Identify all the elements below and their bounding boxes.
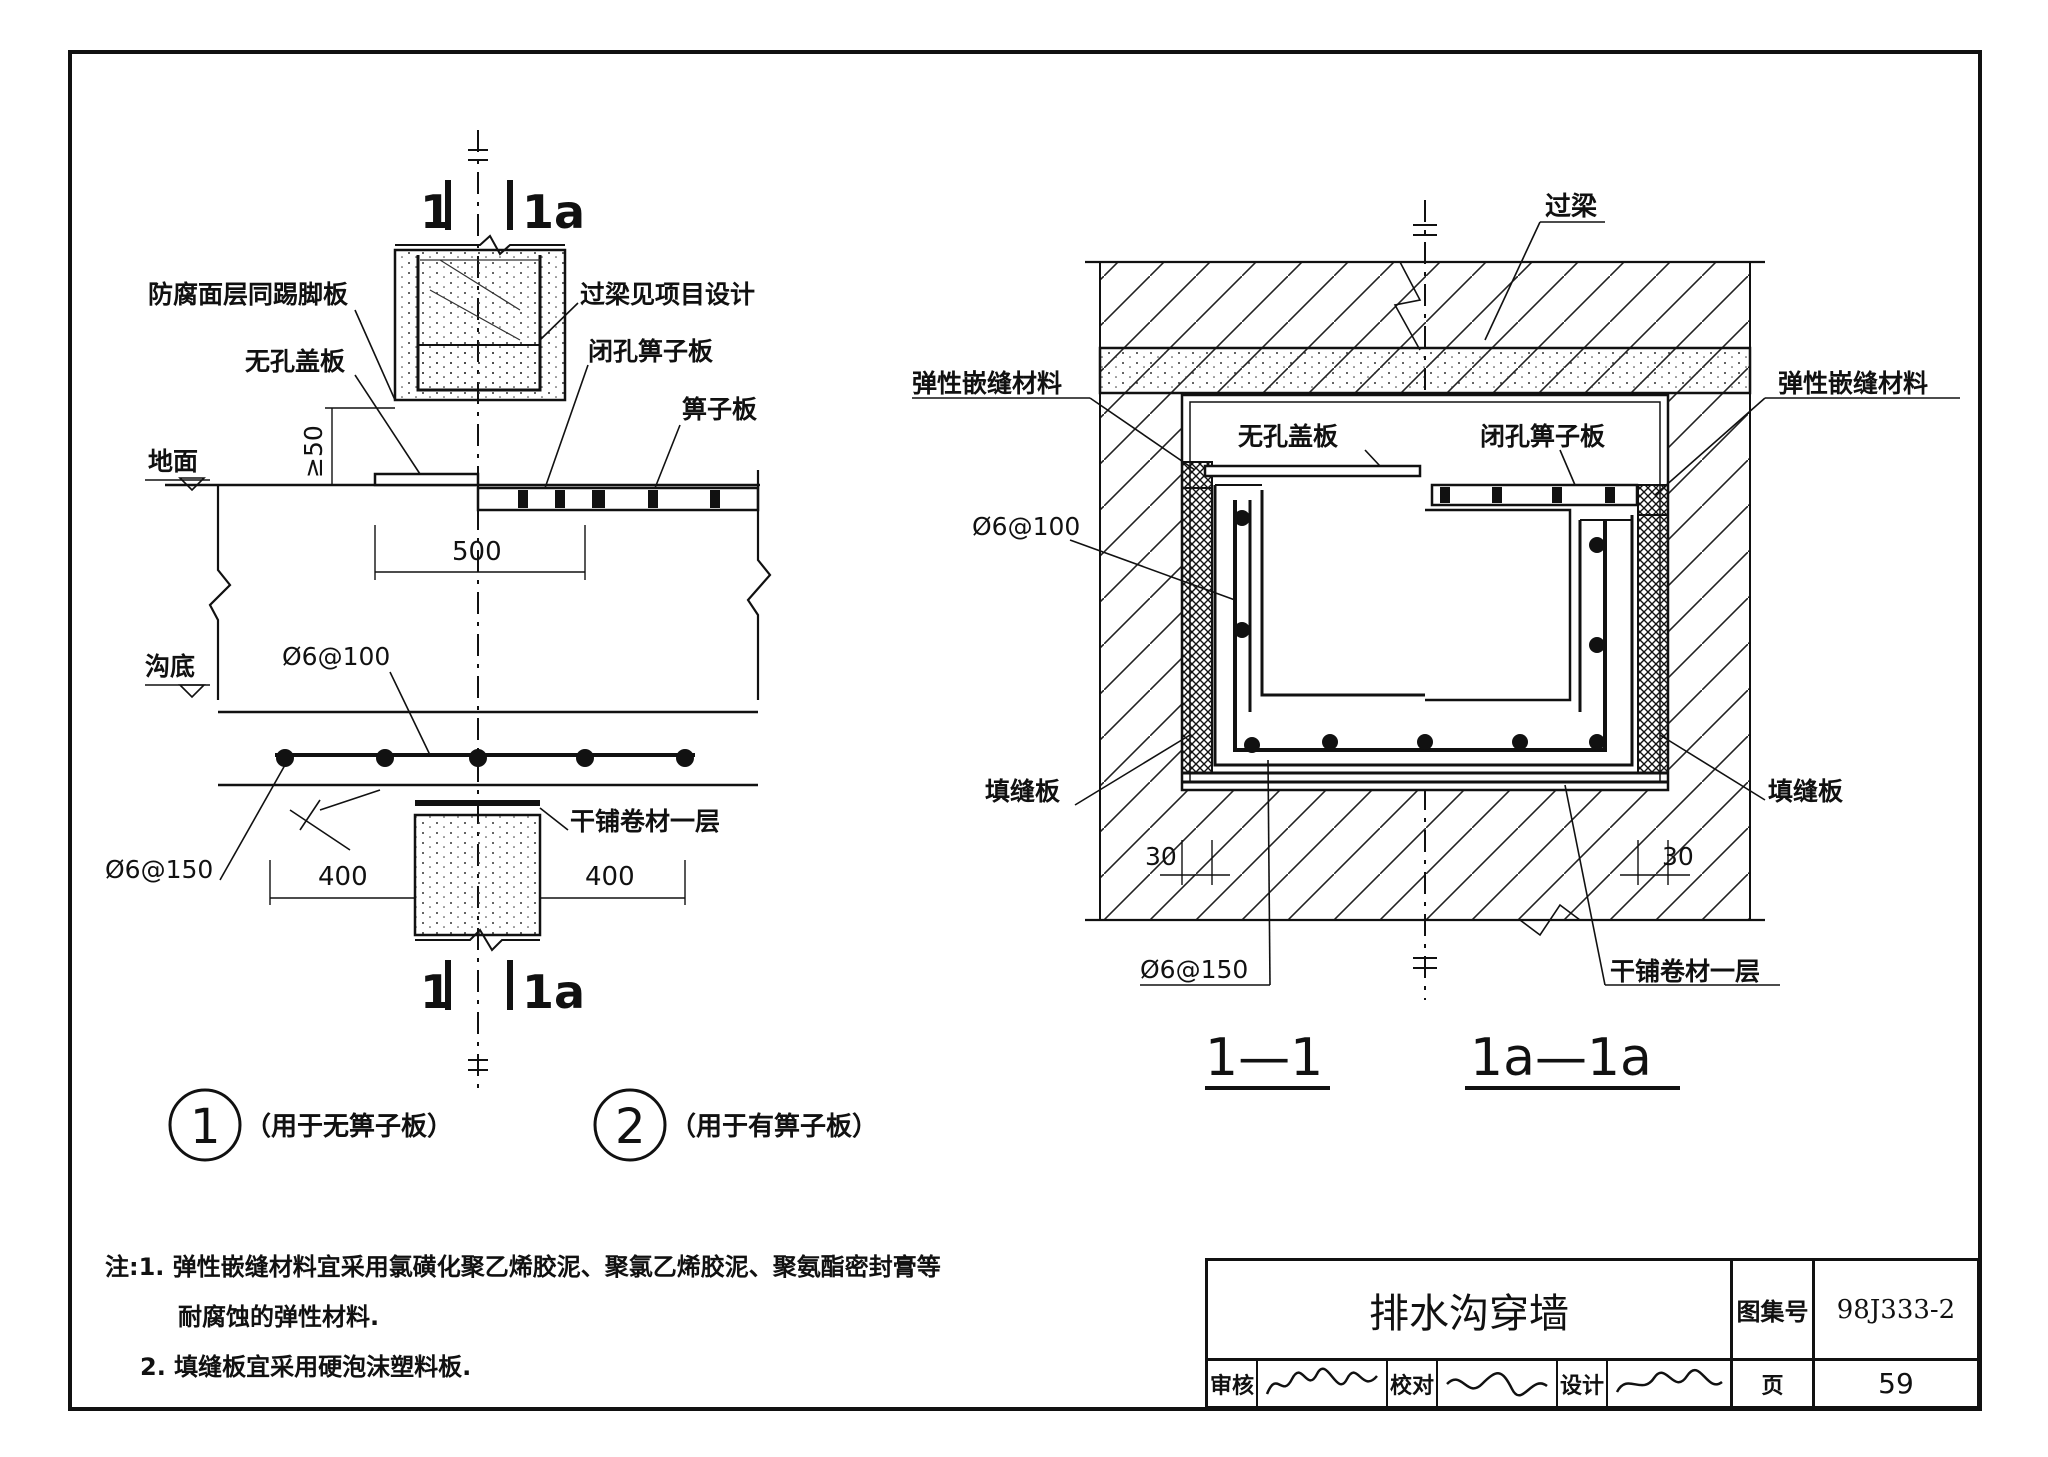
label-lintel: 过梁 [1545,192,1597,222]
dim-30-right: 30 [1662,842,1694,871]
solid-cover-plan [373,472,480,487]
label-grate: 箅子板 [682,395,757,424]
lintel-beam-plan [417,344,541,391]
label-anticorrosion: 防腐面层同踢脚板 [148,280,348,309]
solid-cover-section [1203,464,1422,478]
section-title-1-1: 1—1 [1205,1028,1323,1088]
title-block: 排水沟穿墙 图集号 98J333-2 审核 校对 设计 页 59 [1205,1258,1980,1409]
right-section-detail: 过梁 弹性嵌缝材料 弹性嵌缝材料 无孔盖板 闭孔箅子板 Ø6@100 填缝板 填… [912,192,1960,1090]
label-elastic-right: 弹性嵌缝材料 [1778,369,1928,398]
note-2: 2. 填缝板宜采用硬泡沫塑料板. [140,1353,472,1381]
label-trench-bottom: 沟底 [145,652,195,681]
variant-number-1: 1 [190,1099,221,1155]
variant-number-2: 2 [615,1099,646,1155]
variant-caption-1: （用于无箅子板） [245,1111,453,1142]
section-mark-1-bottom: 1 [420,965,452,1019]
variant-circle-2 [593,1088,667,1162]
label-solid-cover: 无孔盖板 [245,347,345,376]
sheet-border [68,50,1982,1411]
dim-50: ≥50 [299,425,328,478]
check-label: 校对 [1388,1361,1438,1406]
variant-caption-2: （用于有箅子板） [670,1111,878,1142]
label-elastic-left: 弹性嵌缝材料 [912,369,1062,398]
label-rebar-150-section: Ø6@150 [1140,955,1248,984]
label-filler-right: 填缝板 [1768,777,1843,806]
rebar-dots-section [1234,510,1605,753]
notes-block: 注:1. 弹性嵌缝材料宜采用氯磺化聚乙烯胶泥、聚氯乙烯胶泥、聚氨酯密封膏等 [105,1252,941,1283]
label-filler-left: 填缝板 [985,777,1060,806]
section-title-1a-1a: 1a—1a [1470,1028,1652,1088]
check-signature [1438,1361,1558,1406]
label-solid-cover-section: 无孔盖板 [1238,422,1338,451]
label-closed-grate-section: 闭孔箅子板 [1480,422,1605,451]
dim-30-left: 30 [1145,842,1177,871]
label-felt-section: 干铺卷材一层 [1610,957,1760,986]
design-label: 设计 [1558,1361,1608,1406]
title-block-title: 排水沟穿墙 [1208,1261,1733,1361]
label-lintel-design: 过梁见项目设计 [580,280,755,309]
label-felt-plan: 干铺卷材一层 [570,807,720,836]
dim-500: 500 [452,537,502,567]
note-1-line-2: 耐腐蚀的弹性材料. [178,1303,380,1331]
section-mark-1a-top: 1a [522,185,585,239]
notes-prefix: 注: [105,1253,139,1281]
review-label: 审核 [1208,1361,1258,1406]
atlas-label: 图集号 [1733,1261,1815,1361]
filler-board-left [1181,487,1213,774]
label-rebar-150-plan: Ø6@150 [105,855,213,884]
review-signature [1258,1361,1388,1406]
label-closed-grate: 闭孔箅子板 [588,337,713,366]
section-mark-1a-bottom: 1a [522,965,585,1019]
variant-circle-1 [168,1088,242,1162]
label-ground: 地面 [148,447,198,476]
dim-400-right: 400 [585,862,635,892]
section-mark-1-top: 1 [420,185,452,239]
signature-scribble [1265,1367,1378,1394]
elastic-seal-right [1637,484,1669,516]
label-rebar-100-plan: Ø6@100 [282,642,390,671]
dim-400-left: 400 [318,862,368,892]
label-rebar-100-section: Ø6@100 [972,512,1080,541]
page-number: 59 [1878,1367,1914,1400]
atlas-number: 98J333-2 [1815,1261,1977,1361]
variant-markers: 1 （用于无箅子板） 2 （用于有箅子板） [168,1088,878,1162]
rebar-dots-plan [276,749,694,767]
filler-board-right [1637,514,1669,774]
lower-wall [413,813,542,937]
page-label: 页 [1733,1361,1815,1406]
signature-scribble [1615,1368,1723,1393]
note-1-line-1: 1. 弹性嵌缝材料宜采用氯磺化聚乙烯胶泥、聚氯乙烯胶泥、聚氨酯密封膏等 [138,1253,941,1281]
grate-section [1430,483,1639,507]
design-signature [1608,1361,1733,1406]
signature-scribble [1446,1371,1548,1397]
left-plan-detail: 1 1a 1 1a [105,130,772,1090]
